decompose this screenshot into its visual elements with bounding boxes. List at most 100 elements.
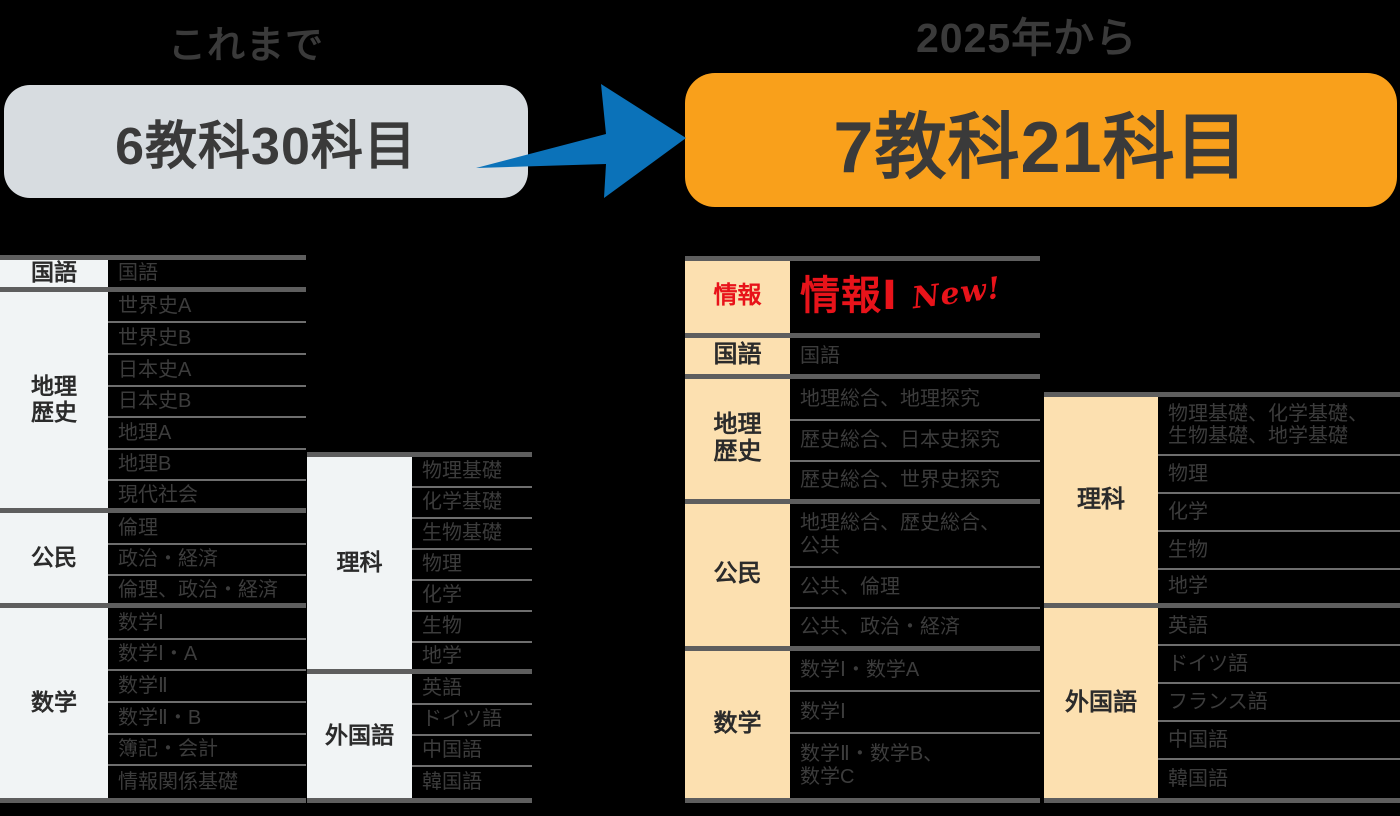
subject-cell: 倫理: [108, 513, 306, 545]
category-label: 外国語: [1065, 688, 1137, 716]
subject-column: 物理基礎化学基礎生物基礎物理化学生物地学英語ドイツ語中国語韓国語: [412, 457, 532, 798]
subject-label: 倫理: [118, 516, 158, 539]
subject-label: 英語: [1168, 614, 1208, 637]
category-label: 公民: [31, 544, 77, 571]
subject-label: 化学: [1168, 500, 1208, 523]
category-column: 理科外国語: [1044, 397, 1158, 798]
subject-cell: 歴史総合、世界史探究: [790, 462, 1040, 504]
subject-label: 倫理、政治・経済: [118, 578, 278, 601]
subject-cell: 情報関係基礎: [108, 766, 306, 798]
subject-column: 情報Ⅰ New! 国語地理総合、地理探究歴史総合、日本史探究歴史総合、世界史探究地理…: [790, 261, 1040, 798]
subject-label: 公共、倫理: [800, 576, 900, 599]
subject-cell: 数学Ⅱ: [108, 671, 306, 703]
subject-cell: ドイツ語: [1158, 646, 1400, 684]
subject-cell: 簿記・会計: [108, 735, 306, 767]
subject-cell: 地理総合、歴史総合、 公共: [790, 504, 1040, 568]
subject-cell: 中国語: [412, 736, 532, 767]
subject-cell: 国語: [108, 260, 306, 292]
subject-label: 中国語: [1168, 728, 1228, 751]
subject-cell: 生物: [412, 612, 532, 643]
category-cell: 数学: [0, 608, 108, 798]
subject-label: 生物基礎: [422, 522, 502, 545]
subject-column: 物理基礎、化学基礎、 生物基礎、地学基礎物理化学生物地学英語ドイツ語フランス語中…: [1158, 397, 1400, 798]
subject-cell: 現代社会: [108, 481, 306, 514]
subject-label: 化学: [422, 584, 462, 607]
category-cell: 地理 歴史: [0, 292, 108, 514]
subject-cell: 物理: [1158, 456, 1400, 494]
subject-label: 数学Ⅱ・B: [118, 706, 202, 729]
subject-label: 数学Ⅰ: [118, 611, 164, 634]
subject-label: 国語: [118, 262, 158, 285]
subject-label: 日本史A: [118, 358, 192, 381]
subject-cell: 情報Ⅰ New!: [790, 261, 1040, 338]
subject-label: 歴史総合、世界史探究: [800, 469, 1000, 492]
subject-label: 韓国語: [1168, 767, 1228, 790]
category-label: 国語: [31, 259, 77, 286]
category-label: 理科: [1077, 485, 1125, 513]
subject-label: 英語: [422, 677, 462, 700]
subject-cell: 数学Ⅰ・A: [108, 640, 306, 672]
subject-label: 物理: [422, 553, 462, 576]
subject-cell: 数学Ⅱ・数学B、 数学C: [790, 734, 1040, 798]
category-column: 国語地理 歴史公民数学: [0, 260, 108, 798]
subject-cell: 英語: [412, 674, 532, 705]
subject-cell: 韓国語: [412, 767, 532, 798]
category-cell: 地理 歴史: [685, 379, 790, 504]
subject-label: 政治・経済: [118, 548, 218, 571]
subject-label: 数学Ⅱ・数学B、 数学C: [800, 743, 944, 788]
subject-label: 物理: [1168, 462, 1208, 485]
subject-label: 数学Ⅱ: [118, 674, 168, 697]
subject-cell: 化学基礎: [412, 488, 532, 519]
category-cell: 理科: [1044, 397, 1158, 608]
subject-label: 地理総合、歴史総合、 公共: [800, 512, 1000, 557]
subject-cell: 中国語: [1158, 722, 1400, 760]
subject-cell: 物理基礎、化学基礎、 生物基礎、地学基礎: [1158, 397, 1400, 456]
before-science-language-table: 理科外国語 物理基礎化学基礎生物基礎物理化学生物地学英語ドイツ語中国語韓国語: [307, 452, 532, 803]
subject-cell: 地理A: [108, 418, 306, 450]
subject-label: 情報Ⅰ: [800, 274, 898, 319]
subject-label: 現代社会: [118, 483, 198, 506]
subject-label: フランス語: [1168, 690, 1268, 713]
subject-label: 日本史B: [118, 390, 192, 413]
subject-cell: 国語: [790, 338, 1040, 380]
new-badge: New!: [910, 270, 1004, 317]
subject-label: 情報関係基礎: [118, 770, 238, 793]
subject-cell: 地学: [1158, 570, 1400, 608]
subject-label: 地学: [422, 644, 462, 667]
subject-cell: 物理基礎: [412, 457, 532, 488]
after-science-language-table: 理科外国語 物理基礎、化学基礎、 生物基礎、地学基礎物理化学生物地学英語ドイツ語…: [1044, 392, 1400, 803]
subject-label: 物理基礎、化学基礎、 生物基礎、地学基礎: [1168, 403, 1368, 448]
category-cell: 国語: [685, 338, 790, 380]
subject-cell: 歴史総合、日本史探究: [790, 421, 1040, 463]
category-cell: 数学: [685, 651, 790, 798]
transition-arrow-icon: [476, 84, 686, 198]
subject-cell: 倫理、政治・経済: [108, 576, 306, 609]
subject-cell: 化学: [1158, 494, 1400, 532]
category-cell: 公民: [685, 504, 790, 651]
subject-label: 地理総合、地理探究: [800, 387, 980, 410]
subject-cell: 公共、政治・経済: [790, 609, 1040, 651]
subject-cell: 生物基礎: [412, 519, 532, 550]
subject-cell: ドイツ語: [412, 705, 532, 736]
subject-cell: 数学Ⅰ: [790, 692, 1040, 734]
category-label: 情報: [713, 282, 762, 310]
category-cell: 公民: [0, 513, 108, 609]
subject-label: ドイツ語: [1168, 652, 1248, 675]
subject-label: 数学Ⅰ: [800, 700, 846, 723]
subject-label: 中国語: [422, 739, 482, 762]
category-cell: 情報: [685, 261, 790, 338]
category-label: 地理 歴史: [31, 373, 77, 425]
category-cell: 外国語: [1044, 608, 1158, 798]
subject-cell: 地理B: [108, 450, 306, 482]
category-cell: 理科: [307, 457, 412, 674]
subject-label: 化学基礎: [422, 491, 502, 514]
subject-label: 世界史A: [118, 295, 192, 318]
subject-label: 地理A: [118, 421, 172, 444]
subject-cell: 生物: [1158, 532, 1400, 570]
subject-label: 物理基礎: [422, 460, 502, 483]
subject-label: 数学Ⅰ・数学A: [800, 659, 920, 682]
category-column: 理科外国語: [307, 457, 412, 798]
subject-cell: 世界史A: [108, 292, 306, 324]
subject-cell: 政治・経済: [108, 545, 306, 577]
